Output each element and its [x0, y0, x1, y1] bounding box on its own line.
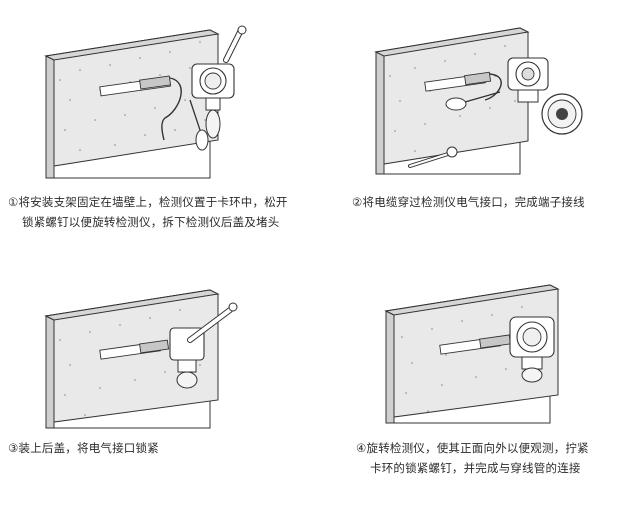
cable-icon [161, 77, 182, 141]
wrench-icon [187, 302, 238, 343]
wall-illustration [44, 289, 220, 429]
step-3-illustration [44, 289, 238, 429]
wall-illustration [44, 29, 220, 179]
wrench-icon [408, 146, 458, 168]
step-2-caption: ②将电缆穿过检测仪电气接口，完成端子接线 [352, 192, 585, 212]
pipe-icon [99, 75, 172, 97]
step-1-line-2: 锁紧螺钉以便旋转检测仪，拆下检测仪后盖及堵头 [22, 215, 280, 229]
step-4-illustration [384, 284, 560, 424]
step-4-line-2: 卡环的锁紧螺钉，并完成与穿线管的连接 [370, 461, 581, 475]
cable-icon [484, 73, 502, 101]
step-1-illustration [44, 25, 247, 179]
detector-icon [507, 57, 549, 103]
screwdriver-icon [189, 99, 209, 151]
wall-illustration [374, 27, 530, 175]
pipe-icon [99, 339, 170, 360]
step-1-caption: ①将安装支架固定在墙壁上，检测仪置于卡环中，松开 锁紧螺钉以便旋转检测仪，拆下检… [8, 192, 288, 232]
step-2-line-1: ②将电缆穿过检测仪电气接口，完成端子接线 [352, 195, 585, 209]
step-4-line-1: ④旋转检测仪，使其正面向外以便观测，拧紧 [356, 441, 589, 455]
step-2-illustration [374, 27, 583, 175]
step-1-line-1: ①将安装支架固定在墙壁上，检测仪置于卡环中，松开 [8, 195, 288, 209]
step-3-line-1: ③装上后盖，将电气接口锁紧 [8, 441, 159, 455]
wrench-icon [223, 25, 247, 63]
rear-cover-icon [541, 93, 583, 135]
detector-icon [509, 316, 555, 383]
step-4-caption: ④旋转检测仪，使其正面向外以便观测，拧紧 卡环的锁紧螺钉，并完成与穿线管的连接 [356, 438, 589, 478]
detector-icon [191, 63, 235, 139]
step-3-caption: ③装上后盖，将电气接口锁紧 [8, 438, 159, 458]
pipe-icon [424, 71, 492, 92]
screwdriver-icon [445, 91, 501, 111]
